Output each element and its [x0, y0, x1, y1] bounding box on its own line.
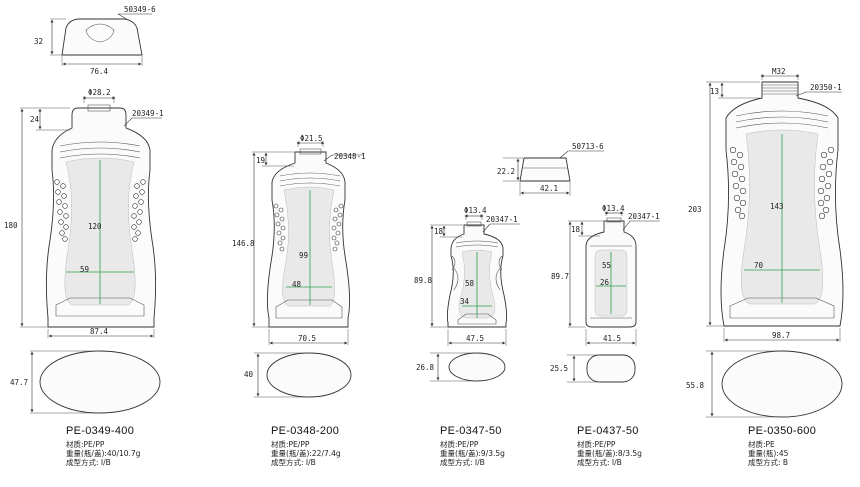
- bottle-5-top-view: [721, 350, 843, 418]
- bottle-4-neck-h: 18: [571, 225, 581, 234]
- bottle-4-neck-dia: Φ13.4: [602, 204, 625, 213]
- bottle-1-grip-dots-right: [131, 179, 146, 242]
- bottle-5-weight: 重量(瓶):45: [748, 449, 789, 458]
- bottle-3-neck-h: 18: [434, 227, 444, 236]
- bottle-2-width: 70.5: [298, 334, 316, 343]
- cap-50349-6-drawing: 32 76.4 50349-6: [34, 5, 156, 76]
- bottle-3-neck-dia: Φ13.4: [464, 206, 487, 215]
- bottle-5-depth: 55.8: [686, 381, 705, 390]
- bottle-3-top-view: [448, 352, 506, 382]
- cap-width-dim: 76.4: [90, 67, 109, 76]
- bottle-pe-0349-400-drawing: 120 59 Φ28.2 20349-1 24 180 87.4 47.7: [4, 88, 164, 414]
- bottle-3-depth: 26.8: [416, 363, 435, 372]
- bottle-3-material: 材质:PE/PP: [440, 440, 479, 449]
- cap-height-dim: 32: [34, 37, 43, 46]
- bottle-2-grip-dots-right: [331, 203, 344, 252]
- bottle-4-process: 成型方式: I/B: [577, 458, 622, 467]
- bottle-1-width: 87.4: [90, 327, 109, 336]
- bottle-5-model: PE-0350-600: [748, 425, 817, 437]
- bottle-pe-0437-50-drawing: 55 26 Φ13.4 20347-1 18 89.7 41.5 25.5: [550, 204, 660, 383]
- bottle-pe-0350-600-drawing: 143 70 M32 20350-1 13 203 98.7 55.8: [686, 67, 844, 418]
- bottle-2-label-width: 48: [292, 280, 302, 289]
- bottle-5-neck-h: 13: [710, 87, 719, 96]
- bottle-4-height: 89.7: [551, 272, 569, 281]
- bottle-3-specs: 材质:PE/PP 重量(瓶/盖):9/3.5g 成型方式: I/B: [440, 440, 505, 467]
- cap-2-width-dim: 42.1: [540, 184, 558, 193]
- bottle-5-specs: 材质:PE 重量(瓶):45 成型方式: B: [748, 440, 788, 467]
- bottle-3-neck-part: 20347-1: [486, 215, 518, 224]
- bottle-3-label-width: 34: [460, 297, 470, 306]
- bottle-2-grip-dots-left: [273, 203, 286, 252]
- bottle-1-label-width: 59: [80, 265, 89, 274]
- bottle-1-process: 成型方式: I/B: [66, 458, 111, 467]
- bottle-2-material: 材质:PE/PP: [271, 440, 310, 449]
- bottle-4-material: 材质:PE/PP: [577, 440, 616, 449]
- bottle-2-specs: 材质:PE/PP 重量(瓶/盖):22/7.4g 成型方式: I/B: [271, 440, 341, 467]
- bottle-5-grip-dots-right: [817, 146, 835, 220]
- bottle-4-specs: 材质:PE/PP 重量(瓶/盖):8/3.5g 成型方式: I/B: [577, 440, 642, 467]
- bottle-1-neck-dia: Φ28.2: [88, 88, 111, 97]
- cap-2-part-no: 50713-6: [572, 142, 604, 151]
- bottle-5-process: 成型方式: B: [748, 458, 789, 467]
- bottle-pe-0348-200-drawing: 99 48 Φ21.5 20348-1 19 146.8 70.5 40: [232, 134, 366, 398]
- bottle-4-top-view: [586, 354, 636, 383]
- bottle-3-model: PE-0347-50: [440, 425, 502, 437]
- bottle-1-depth: 47.7: [10, 378, 28, 387]
- bottle-1-material: 材质:PE/PP: [66, 440, 105, 449]
- cap-part-no: 50349-6: [124, 5, 156, 14]
- bottle-2-process: 成型方式: I/B: [271, 458, 316, 467]
- bottle-4-label-height: 55: [602, 261, 611, 270]
- bottle-2-top-view: [266, 352, 352, 398]
- bottle-2-neck-dia: Φ21.5: [300, 134, 323, 143]
- cap-flip-lid: [85, 23, 115, 43]
- bottle-2-neck-h: 19: [256, 156, 265, 165]
- bottle-1-model: PE-0349-400: [66, 425, 135, 437]
- bottle-5-label-width: 70: [754, 261, 764, 270]
- bottle-1-neck-h: 24: [30, 115, 40, 124]
- bottle-3-height: 89.8: [414, 276, 433, 285]
- bottle-1-top-view: [39, 350, 161, 414]
- bottle-2-neck-part: 20348-1: [334, 152, 366, 161]
- bottle-5-neck-dia: M32: [772, 67, 786, 76]
- bottle-1-specs: 材质:PE/PP 重量(瓶/盖):40/10.7g 成型方式: I/B: [66, 440, 140, 467]
- bottle-4-label-width: 26: [600, 278, 610, 287]
- bottle-4-model: PE-0437-50: [577, 425, 639, 437]
- bottle-1-label-height: 120: [88, 222, 102, 231]
- bottle-2-label-height: 99: [299, 251, 308, 260]
- bottle-2-model: PE-0348-200: [271, 425, 340, 437]
- bottle-3-width: 47.5: [466, 334, 484, 343]
- bottle-4-neck-part: 20347-1: [628, 212, 660, 221]
- bottle-5-height: 203: [688, 205, 702, 214]
- bottle-1-grip-dots-left: [54, 179, 69, 242]
- bottle-5-label-height: 143: [770, 202, 784, 211]
- bottle-1-neck-part: 20349-1: [132, 109, 164, 118]
- bottle-5-neck-part: 20350-1: [810, 83, 842, 92]
- bottle-3-label-height: 58: [465, 279, 475, 288]
- bottle-3-weight: 重量(瓶/盖):9/3.5g: [440, 449, 505, 458]
- bottle-3-process: 成型方式: I/B: [440, 458, 485, 467]
- bottle-4-weight: 重量(瓶/盖):8/3.5g: [577, 449, 642, 458]
- bottle-2-depth: 40: [244, 370, 254, 379]
- bottle-5-material: 材质:PE: [748, 440, 775, 449]
- cap-50713-6-drawing: 22.2 42.1 50713-6: [497, 142, 604, 196]
- cap-2-height-dim: 22.2: [497, 167, 515, 176]
- bottle-5-grip-dots-left: [729, 146, 747, 220]
- bottle-3-grip-ribs: [451, 255, 503, 271]
- bottle-5-width: 98.7: [772, 331, 790, 340]
- bottle-2-weight: 重量(瓶/盖):22/7.4g: [271, 449, 341, 458]
- bottle-4-depth: 25.5: [550, 364, 568, 373]
- bottle-2-height: 146.8: [232, 239, 255, 248]
- bottle-1-height: 180: [4, 221, 18, 230]
- bottle-4-width: 41.5: [603, 334, 621, 343]
- bottle-pe-0347-50-drawing: 58 34 Φ13.4 20347-1 18 89.8 47.5 26.8: [414, 206, 520, 382]
- bottle-5-neck-thread: [762, 84, 798, 95]
- bottle-1-weight: 重量(瓶/盖):40/10.7g: [66, 449, 141, 458]
